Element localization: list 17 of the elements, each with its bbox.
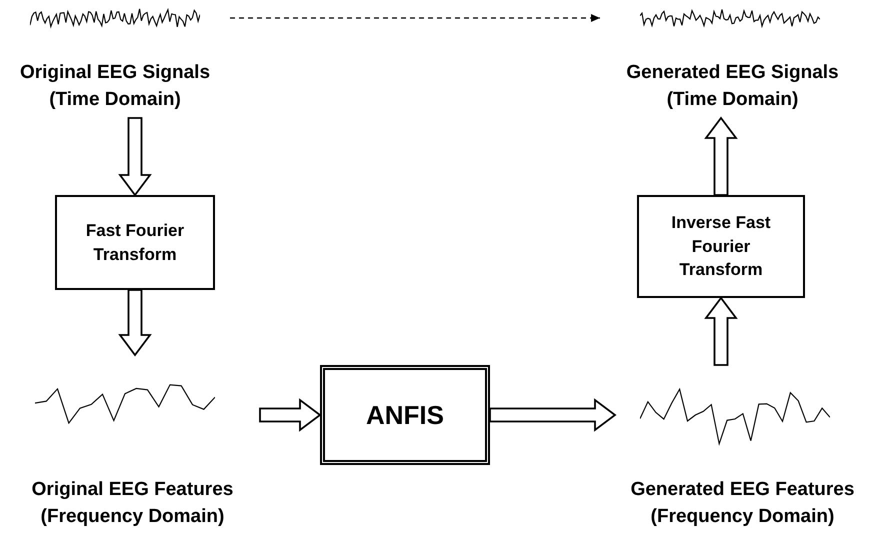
block-arrow — [704, 116, 738, 196]
process-box — [55, 195, 215, 290]
block-arrow — [118, 289, 152, 356]
process-box — [637, 195, 805, 298]
node-label: ANFIS — [366, 398, 444, 432]
node-label: Original EEG Signals (Time Domain) — [18, 60, 212, 112]
block-arrow — [704, 296, 738, 366]
block-arrow — [489, 398, 616, 432]
process-box — [320, 365, 490, 465]
node-label: Generated EEG Features (Frequency Domain) — [630, 478, 856, 530]
block-arrow — [259, 398, 322, 432]
node-label: Generated EEG Signals (Time Domain) — [625, 60, 840, 112]
dashed-arrow — [230, 14, 600, 22]
node-label: Fast Fourier Transform — [84, 220, 186, 266]
block-arrow — [118, 117, 152, 196]
node-label: Inverse Fast Fourier Transform — [670, 212, 772, 282]
node-label: Original EEG Features (Frequency Domain) — [30, 478, 234, 530]
